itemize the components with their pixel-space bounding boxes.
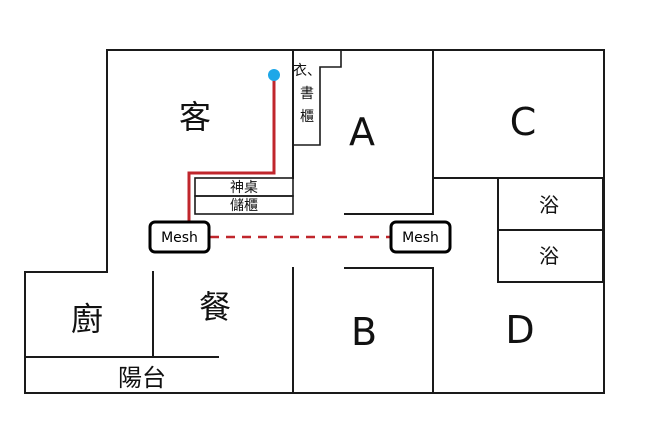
mesh-right-box [389, 220, 452, 254]
mesh-left-label: Mesh [161, 230, 198, 246]
room-kitchen-label: 廚 [71, 300, 103, 338]
bath-lower-label: 浴 [539, 244, 559, 268]
wardrobe-label-1: 衣、 [293, 63, 321, 79]
room-dining-label: 餐 [199, 288, 231, 326]
mesh-node-right: Mesh [389, 220, 452, 254]
wardrobe-label-2: 書 [300, 86, 314, 102]
wardrobe-outline [293, 49, 342, 146]
mesh-node-left: Mesh [148, 220, 211, 254]
room-living-label: 客 [179, 98, 211, 136]
storage-cabinet-outline [194, 195, 294, 215]
wardrobe-label-3: 櫃 [300, 109, 314, 125]
bath-upper-label: 浴 [539, 193, 559, 217]
room-a-label: A [349, 110, 375, 154]
room-b-label: B [351, 310, 377, 354]
room-d-label: D [505, 308, 534, 352]
walls [24, 49, 605, 394]
altar-table-label: 神桌 [230, 180, 258, 196]
access-point-icon [268, 69, 280, 81]
room-c-label: C [510, 100, 537, 144]
mesh-right-label: Mesh [402, 230, 439, 246]
room-balcony-label: 陽台 [118, 364, 166, 392]
storage-cabinet-label: 儲櫃 [230, 198, 258, 214]
ethernet-cable [187, 77, 276, 224]
mesh-left-box [148, 220, 211, 254]
